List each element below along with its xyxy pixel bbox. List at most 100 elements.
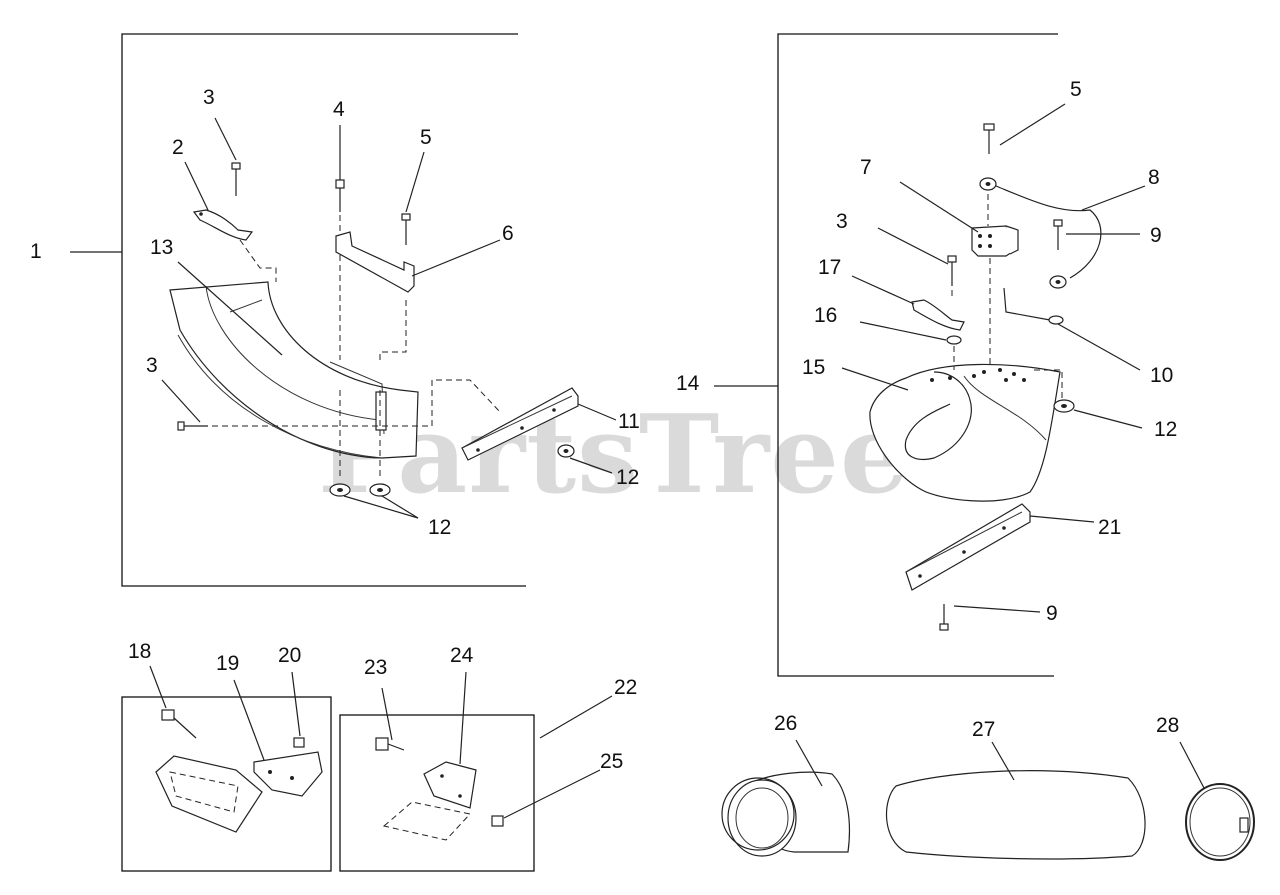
leader-3a	[214, 117, 237, 161]
dash-2-13	[239, 239, 277, 282]
callout-2: 2	[172, 136, 184, 159]
leader-12a	[569, 457, 613, 474]
leader-3c	[877, 227, 949, 265]
leader-18	[149, 665, 167, 709]
leader-10	[1057, 323, 1141, 371]
callout-6: 6	[502, 222, 514, 245]
part-12-washer-c[interactable]	[369, 483, 391, 497]
part-23-bolt[interactable]	[375, 737, 405, 751]
leader-23	[381, 687, 393, 741]
callout-24: 24	[450, 644, 474, 667]
callout-3: 3	[203, 86, 215, 109]
callout-12: 12	[1154, 418, 1177, 441]
dash-3-11	[212, 379, 501, 427]
part-27-hose[interactable]	[885, 770, 1146, 860]
part-12-washer-b[interactable]	[329, 483, 351, 497]
leader-12b	[343, 495, 419, 519]
part-13-chute[interactable]	[169, 281, 419, 480]
callout-13: 13	[150, 236, 173, 259]
dash-5	[379, 300, 407, 364]
callout-11: 11	[618, 410, 640, 433]
callout-20: 20	[278, 644, 301, 667]
part-25-nut[interactable]	[491, 815, 504, 827]
callout-12: 12	[428, 516, 451, 539]
callout-21: 21	[1098, 516, 1121, 539]
part-3-bolt-left[interactable]	[177, 421, 208, 431]
leader-11	[577, 403, 617, 421]
callout-23: 23	[364, 656, 387, 679]
part-11-strip[interactable]	[461, 387, 579, 461]
part-3-bolt-top[interactable]	[231, 162, 241, 196]
leader-27	[991, 741, 1015, 781]
leader-21	[1029, 515, 1095, 523]
callout-22: 22	[614, 676, 637, 699]
leader-12c	[381, 495, 419, 519]
part-9-bolt-upper[interactable]	[1053, 219, 1063, 250]
leader-25	[503, 769, 601, 819]
leader-24	[459, 671, 467, 765]
leader-22	[539, 695, 613, 739]
part-12-washer-d[interactable]	[1053, 399, 1075, 413]
part-3-bolt-right[interactable]	[947, 255, 957, 286]
leader-9b	[953, 605, 1041, 613]
leader-12d	[1073, 409, 1143, 429]
part-21-strip[interactable]	[905, 503, 1031, 591]
callout-9: 9	[1046, 602, 1058, 625]
part-18-bolt[interactable]	[161, 709, 197, 739]
callout-1: 1	[30, 240, 42, 263]
part-20-nut[interactable]	[293, 737, 305, 748]
callout-9: 9	[1150, 224, 1162, 247]
part-17-clip[interactable]	[911, 299, 965, 331]
callout-16: 16	[814, 304, 837, 327]
leader-13	[177, 261, 283, 356]
leader-5a	[405, 151, 425, 213]
part-2-bracket[interactable]	[192, 209, 254, 241]
callout-25: 25	[600, 750, 623, 773]
kit-22-frame	[339, 714, 535, 872]
part-15-deflector[interactable]	[869, 363, 1061, 502]
leader-8	[1081, 185, 1146, 211]
callout-8: 8	[1148, 166, 1160, 189]
leader-17	[851, 275, 915, 305]
assembly-1-frame	[121, 33, 526, 587]
callout-17: 17	[818, 256, 841, 279]
kit-19-frame	[121, 696, 332, 872]
callout-14: 14	[676, 372, 700, 395]
part-19-plate[interactable]	[155, 751, 323, 833]
part-12-washer-a[interactable]	[557, 444, 575, 458]
callout-12: 12	[616, 466, 639, 489]
part-28-clamp[interactable]	[1185, 783, 1255, 861]
part-8-cable[interactable]	[979, 177, 1102, 289]
leader-16	[859, 321, 947, 341]
part-6-bracket[interactable]	[335, 231, 415, 293]
callout-27: 27	[972, 718, 995, 741]
leader-3b	[161, 379, 201, 423]
part-5-bolt[interactable]	[401, 213, 411, 245]
part-10-rod[interactable]	[1003, 287, 1064, 325]
callout-5: 5	[1070, 78, 1082, 101]
callout-4: 4	[333, 98, 345, 121]
leader-2	[184, 161, 209, 211]
part-26-elbow[interactable]	[721, 771, 851, 857]
part-5-bolt-right[interactable]	[983, 123, 995, 154]
part-7-plate[interactable]	[971, 225, 1019, 257]
callout-3: 3	[146, 354, 158, 377]
part-16-spacer[interactable]	[946, 335, 962, 345]
leader-6	[411, 239, 501, 277]
leader-26	[795, 739, 823, 787]
part-9-bolt-lower[interactable]	[939, 604, 949, 631]
callout-10: 10	[1150, 364, 1173, 387]
leader-28	[1179, 741, 1205, 789]
callout-19: 19	[216, 652, 239, 675]
leader-19	[233, 679, 265, 761]
callout-15: 15	[802, 356, 825, 379]
callout-26: 26	[774, 712, 797, 735]
leader-7	[899, 181, 979, 233]
callout-28: 28	[1156, 714, 1179, 737]
callout-7: 7	[860, 156, 872, 179]
leader-20	[291, 671, 301, 737]
part-24-plate[interactable]	[382, 761, 477, 841]
leader-5b	[999, 103, 1066, 146]
part-4-bolt[interactable]	[335, 125, 345, 212]
